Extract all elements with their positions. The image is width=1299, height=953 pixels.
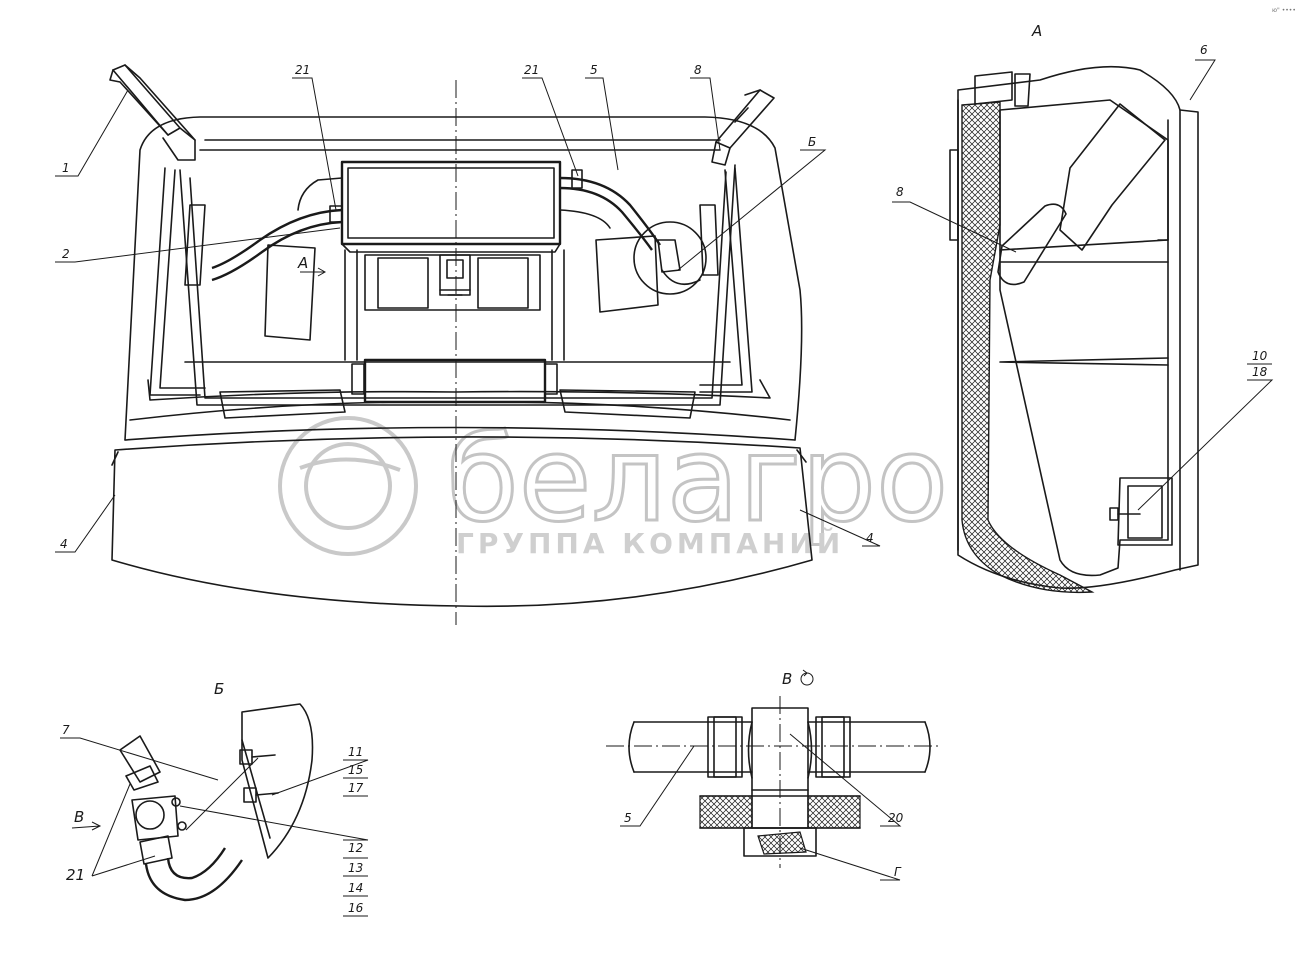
- rotation-icon: [800, 672, 814, 686]
- callout-8-view-a: 8: [896, 185, 904, 199]
- callout-14: 14: [348, 881, 363, 895]
- view-a: А 6 8 10 18: [892, 22, 1274, 594]
- callout-5-view-v: 5: [624, 811, 632, 825]
- callout-2: 2: [62, 247, 70, 261]
- insulation-layer: [961, 101, 1095, 594]
- callout-5: 5: [590, 63, 598, 77]
- callout-4-right: 4: [866, 531, 874, 545]
- callout-17: 17: [348, 781, 364, 795]
- callout-view-a: А: [297, 254, 308, 272]
- callout-4-left: 4: [60, 537, 68, 551]
- callout-view-b: Б: [808, 135, 816, 149]
- view-b: Б 7 В 21 11 15 17 12 13 14: [60, 680, 369, 917]
- view-v-title: В: [782, 670, 792, 688]
- callout-10: 10: [1252, 349, 1268, 363]
- callout-view-v: В: [74, 808, 84, 826]
- callout-g: Г: [894, 865, 902, 879]
- view-v: В 5 20 Г: [606, 669, 940, 881]
- watermark: белагро ГРУППА КОМПАНИЙ: [278, 409, 950, 560]
- callout-6: 6: [1200, 43, 1208, 57]
- callout-11: 11: [348, 745, 363, 759]
- watermark-logo-ring: [278, 416, 418, 556]
- callout-21-view-b: 21: [66, 866, 85, 884]
- callout-8: 8: [694, 63, 702, 77]
- callout-15: 15: [348, 763, 363, 777]
- watermark-tagline: ГРУППА КОМПАНИЙ: [456, 526, 844, 560]
- callout-18: 18: [1252, 365, 1268, 379]
- callout-16: 16: [348, 901, 364, 915]
- callout-1: 1: [62, 161, 70, 175]
- callout-13: 13: [348, 861, 363, 875]
- view-a-title: А: [1031, 22, 1042, 40]
- watermark-brand: белагро: [446, 410, 948, 548]
- main-view: 21 21 5 8 Б 1 2 А 4 4: [55, 63, 881, 625]
- callout-21-left: 21: [295, 63, 310, 77]
- view-b-title: Б: [214, 680, 224, 698]
- callout-20: 20: [888, 811, 904, 825]
- callout-7: 7: [62, 723, 70, 737]
- corner-mark: ю" ••••: [1272, 7, 1296, 14]
- callout-21-right: 21: [524, 63, 539, 77]
- callout-12: 12: [348, 841, 363, 855]
